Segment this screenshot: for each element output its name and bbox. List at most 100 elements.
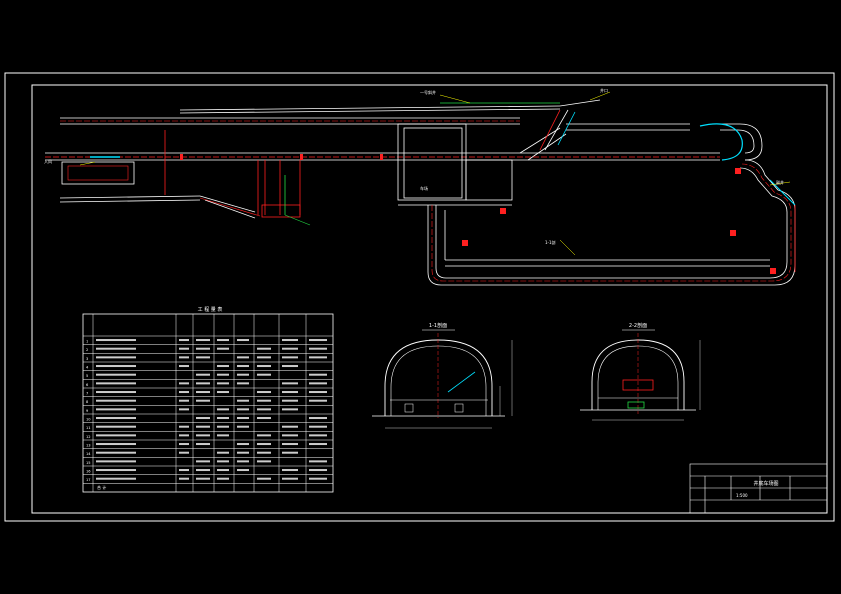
- table-cell-mark: [309, 477, 327, 480]
- table-cell-mark: [96, 399, 136, 402]
- table-cell-mark: [282, 425, 298, 428]
- table-cell-mark: [217, 451, 229, 454]
- loop-centerline: [431, 163, 792, 282]
- table-cell-mark: [257, 443, 271, 446]
- table-cell-mark: [237, 417, 249, 420]
- table-cell-mark: [237, 356, 249, 359]
- table-cell-mark: [309, 373, 327, 376]
- table-cell-mark: [257, 356, 271, 359]
- label-top-right: 井口: [600, 87, 608, 93]
- table-row-number: 13: [86, 444, 91, 448]
- section-1-1: 1-1剖面: [372, 322, 513, 429]
- table-cell-mark: [96, 382, 136, 385]
- central-rooms: [397, 123, 513, 206]
- table-cell-mark: [257, 347, 271, 350]
- table-cell-mark: [217, 373, 229, 376]
- table-cell-mark: [179, 356, 189, 359]
- table-cell-mark: [96, 469, 136, 472]
- table-cell-mark: [179, 425, 189, 428]
- table-cell-mark: [179, 434, 189, 437]
- table-row-number: 14: [86, 452, 91, 456]
- table-cell-mark: [96, 417, 136, 420]
- table-cell-mark: [179, 347, 189, 350]
- table-cell-mark: [179, 451, 189, 454]
- left-station: [61, 161, 135, 185]
- drawing-frame: [31, 84, 828, 514]
- table-cell-mark: [96, 408, 136, 411]
- table-cell-mark: [237, 425, 249, 428]
- table-grid: [83, 314, 333, 492]
- table-row-number: 16: [86, 470, 91, 474]
- table-cell-mark: [196, 373, 210, 376]
- table-cell-mark: [196, 469, 210, 472]
- leader-lines: [79, 91, 791, 256]
- table-cell-mark: [96, 339, 136, 342]
- table-cell-mark: [309, 469, 327, 472]
- table-cell-mark: [196, 460, 210, 463]
- title-block: [689, 463, 828, 514]
- table-cell-mark: [196, 382, 210, 385]
- table-cell-mark: [282, 469, 298, 472]
- label-top-mid: 一号斜井: [420, 89, 436, 95]
- table-cell-mark: [96, 451, 136, 454]
- table-cell-mark: [309, 399, 327, 402]
- table-total-label: 合 计: [97, 484, 106, 490]
- table-cell-mark: [309, 347, 327, 350]
- table-cell-mark: [217, 417, 229, 420]
- table-row-number: 8: [86, 400, 89, 404]
- table-cell-mark: [282, 347, 298, 350]
- table-row-number: 10: [86, 418, 91, 422]
- table-cell-mark: [237, 365, 249, 368]
- table-cell-mark: [257, 451, 271, 454]
- table-row-number: 5: [86, 374, 88, 378]
- table-cell-mark: [237, 399, 249, 402]
- table-cell-mark: [257, 408, 271, 411]
- table-cell-mark: [196, 417, 210, 420]
- right-cyan-curve: [699, 123, 743, 161]
- shaft-bottom: [164, 130, 301, 218]
- table-row-number: 11: [86, 426, 91, 430]
- table-cell-mark: [96, 434, 136, 437]
- table-cell-mark: [309, 339, 327, 342]
- table-cell-mark: [179, 382, 189, 385]
- table-cell-mark: [217, 434, 229, 437]
- table-cell-mark: [217, 391, 229, 394]
- table-cell-mark: [282, 399, 298, 402]
- table-cell-mark: [282, 434, 298, 437]
- table-cell-mark: [196, 434, 210, 437]
- table-cell-mark: [237, 443, 249, 446]
- section-2-2: 2-2剖面: [580, 322, 701, 421]
- table-cell-mark: [237, 460, 249, 463]
- loop-roadway: [427, 123, 796, 286]
- label-tunnel: 1-1剖: [545, 239, 556, 245]
- label-right-a: 副井: [776, 179, 784, 185]
- table-row-number: 1: [86, 340, 88, 344]
- table-cell-mark: [237, 339, 249, 342]
- table-cell-mark: [196, 443, 210, 446]
- section-1-ditch-2: [454, 403, 464, 413]
- section-1-profile-outer: [384, 339, 493, 416]
- table-cell-mark: [309, 356, 327, 359]
- table-row-number: 6: [86, 383, 89, 387]
- table-cell-mark: [217, 477, 229, 480]
- table-cell-mark: [217, 347, 229, 350]
- table-cell-marks: [96, 339, 327, 480]
- table-cell-mark: [217, 469, 229, 472]
- table-cell-mark: [96, 391, 136, 394]
- red-markers: [180, 154, 776, 274]
- label-left: 入风: [44, 159, 52, 164]
- table-cell-mark: [96, 425, 136, 428]
- table-row-number: 17: [86, 478, 91, 482]
- left-branch-red: [199, 197, 261, 217]
- table-cell-mark: [196, 425, 210, 428]
- table-cell-mark: [196, 356, 210, 359]
- table-cell-mark: [257, 373, 271, 376]
- table-cell-mark: [282, 365, 298, 368]
- table-cell-mark: [196, 399, 210, 402]
- main-roadway: [45, 123, 720, 161]
- table-cell-mark: [237, 451, 249, 454]
- table-cell-mark: [237, 382, 249, 385]
- table-cell-mark: [179, 399, 189, 402]
